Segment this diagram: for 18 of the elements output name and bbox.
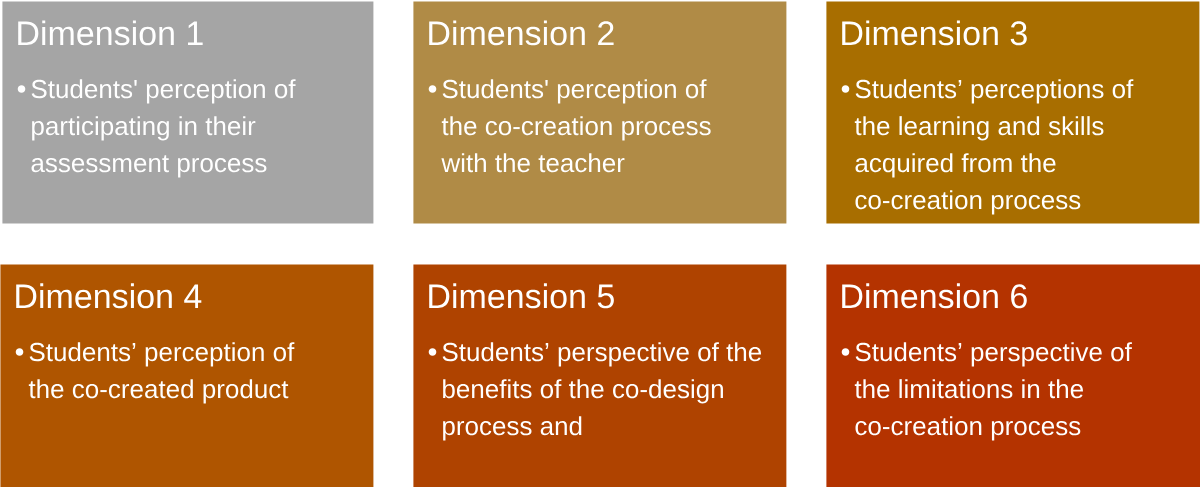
dimension-box [826,1,1200,224]
bullet-point: Students' perception of participating in their assessment process [31,79,296,178]
bullet-point: Students' perception of the co-creation process with the teacher [441,79,711,173]
dimension-box [413,264,787,487]
bullet-point: Students’ perceptions of the learning and skills acquired from the co-creation process [854,79,1134,215]
box-heading: Dimension 5 [429,283,614,309]
bullet-point: Students’ perspective of the limitations in the co-creation process [854,342,1132,441]
dimension-box [2,1,374,224]
dimension-box [826,264,1200,487]
box-heading: Dimension 1 [18,20,203,46]
bullet-point: Students’ perception of the co-created product [28,342,295,404]
box-heading: Dimension 3 [842,20,1027,46]
box-heading: Dimension 6 [842,283,1027,309]
box-heading: Dimension 4 [16,283,202,309]
dimension-box [413,1,787,224]
dimension-box [0,264,374,487]
box-heading: Dimension 2 [429,20,614,46]
bullet-point: Students’ perspective of the benefits of the co-design process and [442,342,762,441]
